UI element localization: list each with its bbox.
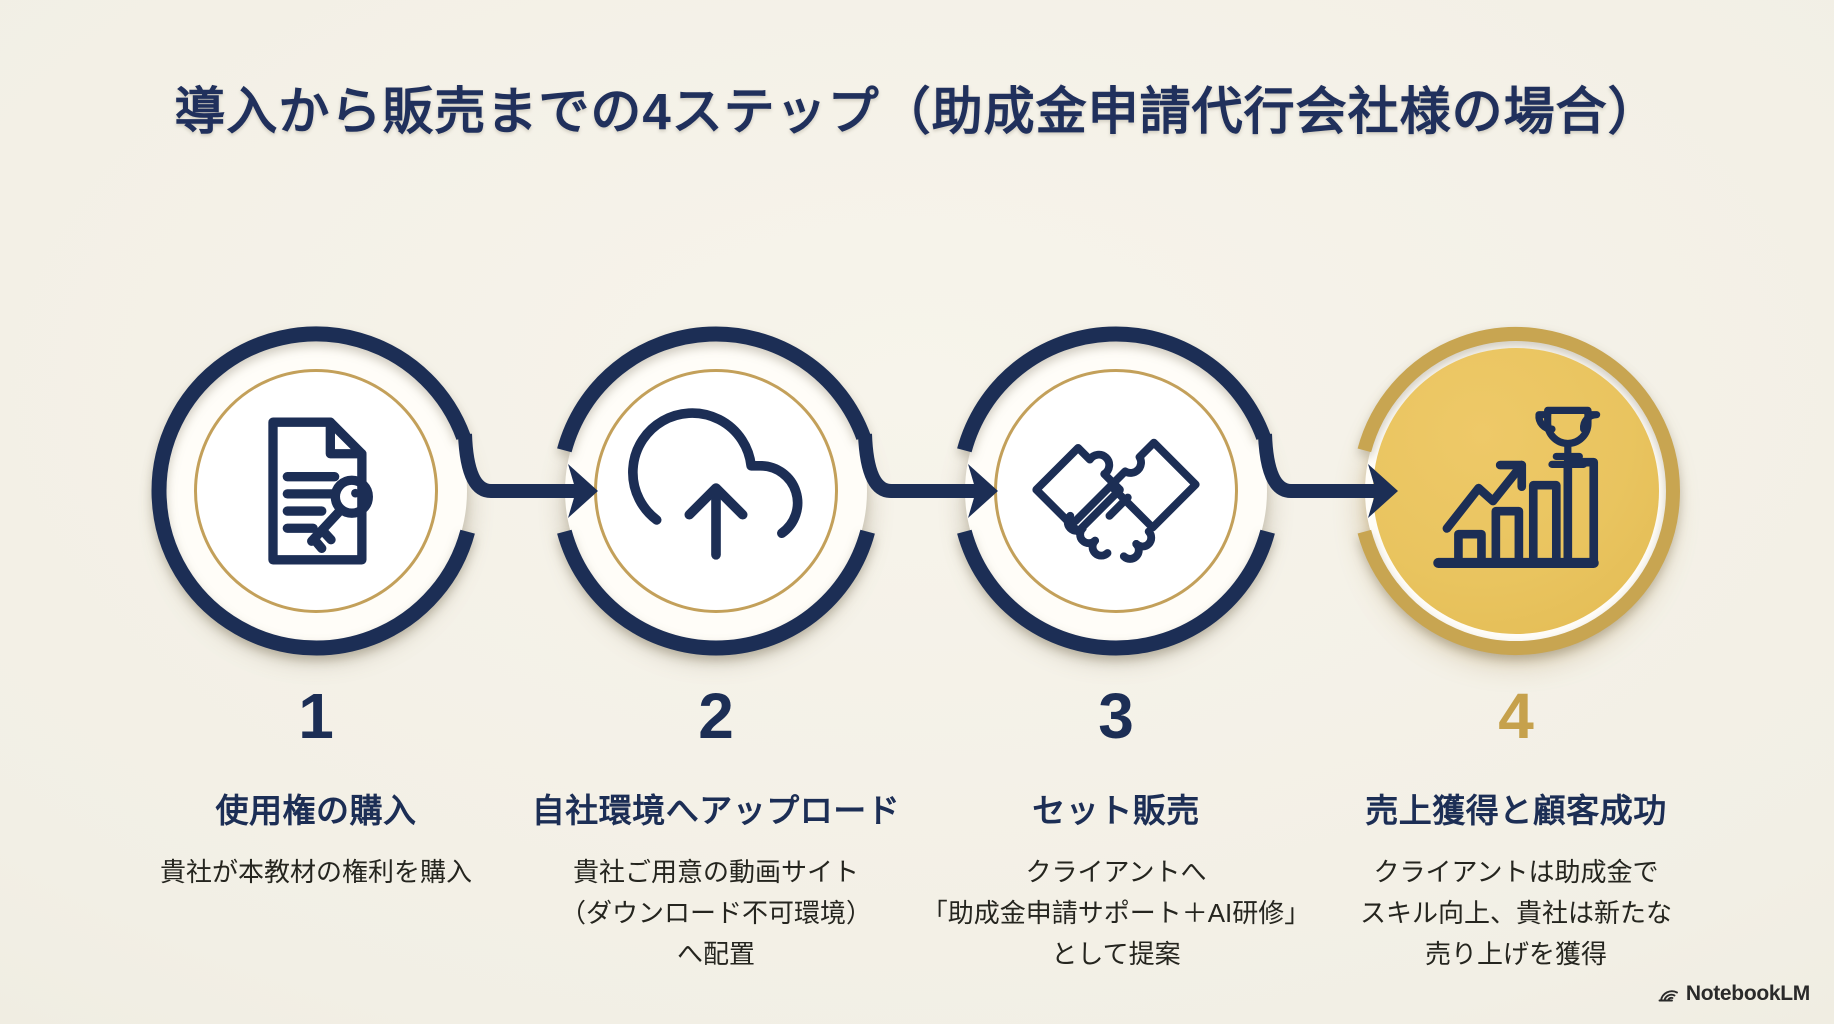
page-title: 導入から販売までの4ステップ（助成金申請代行会社様の場合）	[174, 83, 1660, 140]
notebooklm-logo-icon	[1658, 990, 1678, 1002]
cloud-upload-icon	[628, 408, 803, 560]
step4-ring	[1357, 327, 1680, 655]
step2-description: 貴社ご用意の動画サイト （ダウンロード不可環境） へ配置	[559, 857, 872, 970]
step3-number: 3	[1098, 680, 1134, 752]
handshake-puzzle-icon	[1032, 438, 1200, 563]
step3-description: クライアントへ 「助成金申請サポート＋AI研修」 として提案	[921, 857, 1311, 970]
step4-inner-disc	[1373, 348, 1659, 634]
notebooklm-brand: NotebookLM	[1656, 982, 1810, 1006]
step3-circle	[916, 291, 1316, 691]
step3-ring	[957, 326, 1275, 656]
step3-title: セット販売	[1032, 792, 1200, 829]
arrow-step3-to-step4-icon	[1258, 433, 1398, 518]
step1-number: 1	[298, 680, 334, 752]
notebooklm-wordmark: NotebookLM	[1685, 982, 1810, 1005]
step1-description: 貴社が本教材の権利を購入	[159, 857, 472, 887]
arrow-step2-to-step3-icon	[858, 433, 998, 518]
step2-title: 自社環境へアップロード	[531, 792, 901, 829]
document-key-icon	[268, 417, 373, 565]
step2-number: 2	[698, 680, 734, 752]
step4-number: 4	[1498, 680, 1534, 752]
step4-description: クライアントは助成金で スキル向上、貴社は新たな 売り上げを獲得	[1359, 857, 1672, 970]
step4-circle	[1316, 291, 1716, 691]
growth-chart-trophy-icon	[1433, 406, 1601, 569]
step1-title: 使用権の購入	[215, 792, 417, 829]
step2-ring	[557, 326, 875, 656]
step1-circle	[116, 291, 516, 691]
step1-ring	[151, 326, 475, 656]
step2-circle	[516, 291, 916, 691]
step4-title: 売上獲得と顧客成功	[1365, 792, 1667, 829]
arrow-step1-to-step2-icon	[458, 433, 598, 518]
